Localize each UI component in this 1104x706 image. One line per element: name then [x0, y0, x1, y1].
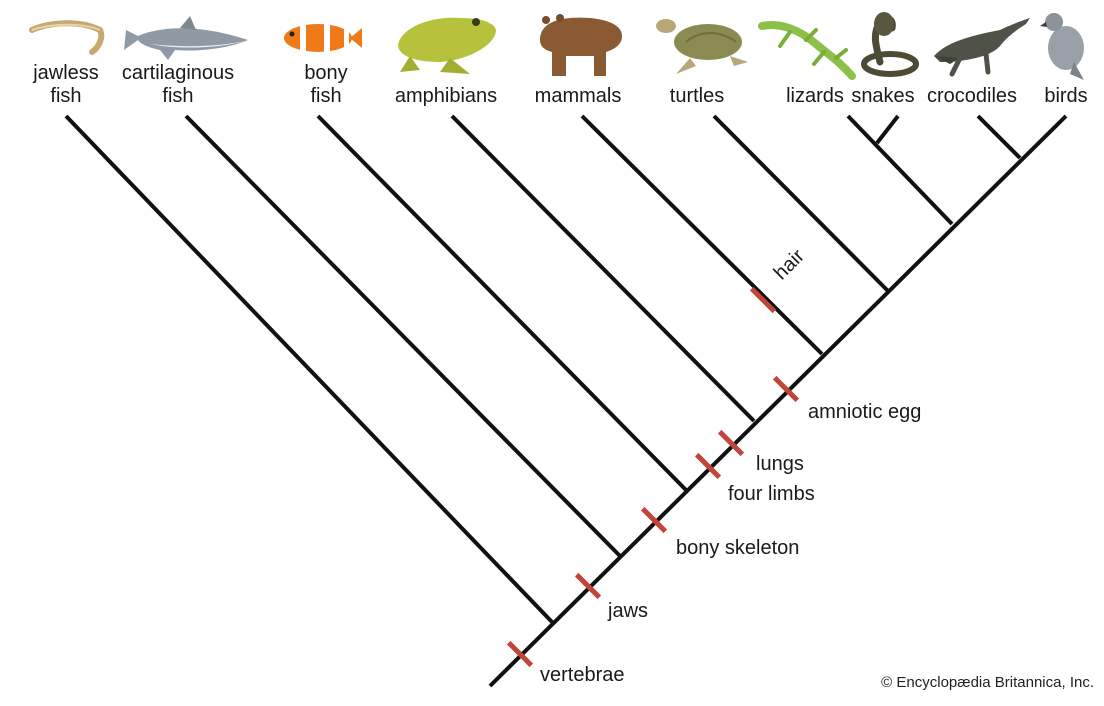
jaws-trait-mark [574, 572, 602, 600]
crocodile-icon [934, 18, 1030, 77]
branch-mammals [580, 114, 824, 356]
spine [488, 114, 1068, 688]
taxon-label-line: snakes [851, 85, 915, 107]
branch-cartilaginous-fish [184, 114, 622, 558]
snake-icon [861, 12, 919, 77]
taxon-label-mammals: mammals [535, 85, 622, 108]
taxon-label-line: mammals [534, 85, 622, 107]
taxon-label-birds: birds [1044, 85, 1087, 108]
taxon-label-line: amphibians [394, 85, 498, 107]
branch-turtles [712, 114, 890, 293]
four-limbs-trait-mark [694, 452, 722, 480]
lungs-trait-label: lungs [756, 453, 804, 475]
taxon-label-amphibians: amphibians [395, 85, 497, 108]
branch-amphibians [450, 114, 756, 423]
taxon-label-line: fish [50, 85, 82, 107]
taxon-label-line: birds [1044, 85, 1088, 107]
lizard-icon [758, 21, 856, 80]
taxon-label-line: crocodiles [926, 85, 1018, 107]
taxon-label-line: fish [310, 85, 342, 107]
branch-bony-fish [316, 114, 688, 492]
taxon-label-line: bony [304, 62, 348, 84]
taxon-label-crocodiles: crocodiles [927, 85, 1017, 108]
taxon-label-lizards: lizards [786, 85, 844, 108]
taxon-label-line: lizards [786, 85, 844, 107]
taxon-label-line: jawless [33, 62, 99, 84]
frog-icon [398, 17, 496, 74]
branch-crocodiles [976, 114, 1022, 160]
bony-skeleton-trait-label: bony skeleton [676, 537, 800, 559]
amniotic-egg-trait-mark [772, 375, 800, 403]
taxon-label-line: cartilaginous [121, 62, 235, 84]
turtle-icon [656, 19, 748, 74]
bony-skeleton-trait-mark [640, 506, 668, 534]
vertebrae-trait-mark [506, 640, 534, 668]
four-limbs-trait-label: four limbs [728, 483, 815, 505]
branch-lepidosaurs [846, 114, 954, 226]
jaws-trait-label: jaws [608, 600, 649, 622]
pigeon-icon [1040, 13, 1084, 80]
branch-snakes [875, 114, 900, 145]
taxon-label-line: fish [162, 85, 194, 107]
lungs-trait-mark [717, 429, 745, 457]
copyright-notice: © Encyclopædia Britannica, Inc. [881, 674, 1094, 691]
clownfish-icon [284, 24, 362, 52]
bear-icon [540, 14, 622, 76]
shark-icon [124, 16, 248, 60]
branch-jawless-fish [64, 114, 554, 624]
vertebrae-trait-label: vertebrae [540, 664, 625, 686]
taxon-label-turtles: turtles [670, 85, 724, 108]
hair-trait-mark [749, 286, 777, 314]
eel-icon [29, 20, 105, 55]
taxon-label-snakes: snakes [851, 85, 914, 108]
amniotic-egg-trait-label: amniotic egg [808, 401, 922, 423]
taxon-label-line: turtles [669, 85, 725, 107]
